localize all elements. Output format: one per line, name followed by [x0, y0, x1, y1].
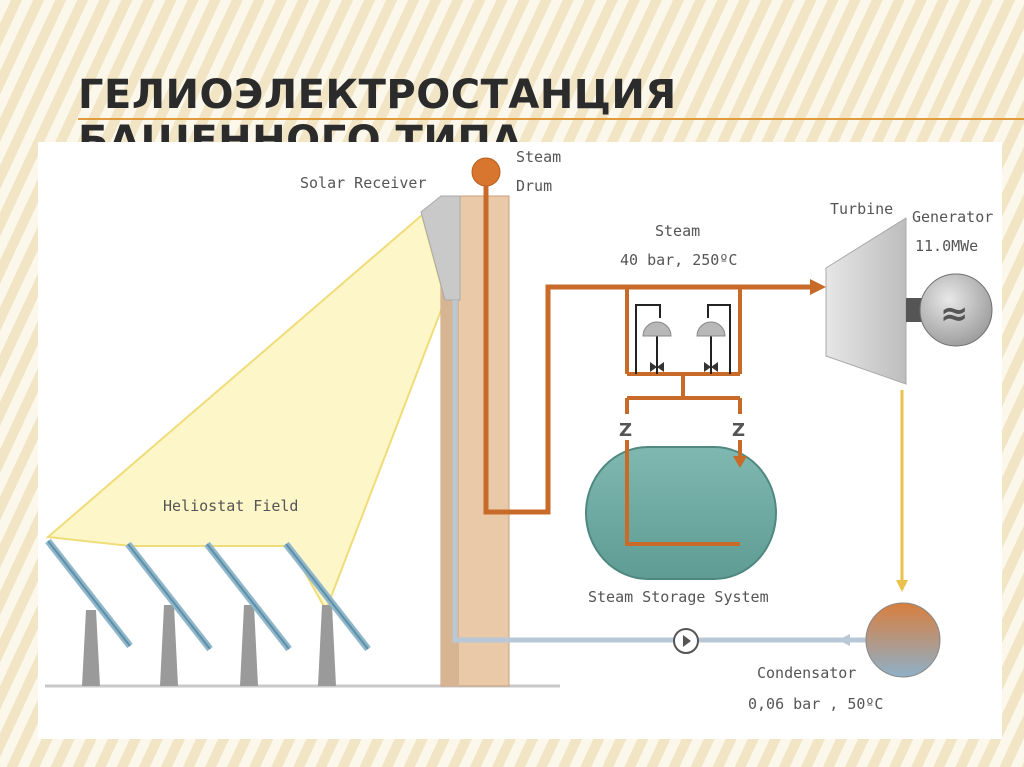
- storage-flow-arrow: [733, 456, 747, 468]
- drum-riser-pipe: [483, 186, 812, 515]
- solar-receiver: [420, 195, 461, 301]
- generator-label-line2: 11.0MWe: [915, 237, 978, 255]
- generator: [919, 273, 993, 347]
- generator-label-line1: Generator: [912, 208, 993, 226]
- sunlight-beam: [45, 213, 447, 613]
- control-valve-right: [696, 321, 726, 372]
- condensator-label-line2: 0,06 bar , 50ºC: [748, 695, 883, 713]
- water-flow-arrow: [838, 634, 850, 646]
- turbine: [825, 217, 907, 385]
- steam-drum: [471, 157, 501, 187]
- condensator-label-line1: Condensator: [757, 664, 856, 682]
- slide-title: ГЕЛИОЭЛЕКТРОСТАНЦИЯ БАШЕННОГО ТИПА: [78, 72, 677, 164]
- turbine-label: Turbine: [830, 200, 893, 218]
- exhaust-flow-arrow: [896, 580, 908, 592]
- heliostat-3: [204, 541, 292, 686]
- title-underline: [78, 118, 1024, 120]
- heliostat-4: [283, 541, 371, 686]
- z-valve-right-label: Z: [732, 420, 745, 441]
- valve-assembly: [625, 287, 742, 414]
- heliostat-1: [45, 538, 133, 686]
- water-return-pipe: [452, 300, 899, 643]
- control-valve-left: [642, 321, 672, 372]
- steam-label-line2: 40 bar, 250ºC: [620, 251, 737, 269]
- heliostat-field-label: Heliostat Field: [163, 497, 298, 515]
- steam-storage-tank: [585, 446, 777, 580]
- steam-storage-label: Steam Storage System: [588, 588, 769, 606]
- turbine-inlet-arrow: [810, 279, 826, 295]
- steam-label-line1: Steam: [655, 222, 700, 240]
- pump-icon: [683, 635, 691, 647]
- storage-inner-pipe: [625, 440, 740, 546]
- z-valve-left-label: Z: [619, 420, 632, 441]
- condensator: [865, 602, 941, 678]
- solar-receiver-label: Solar Receiver: [300, 174, 426, 192]
- steam-drum-label-line2: Drum: [516, 177, 552, 195]
- generator-ac-symbol: ≈: [940, 294, 969, 334]
- heliostat-2: [125, 541, 213, 686]
- steam-drum-label-line1: Steam: [516, 148, 561, 166]
